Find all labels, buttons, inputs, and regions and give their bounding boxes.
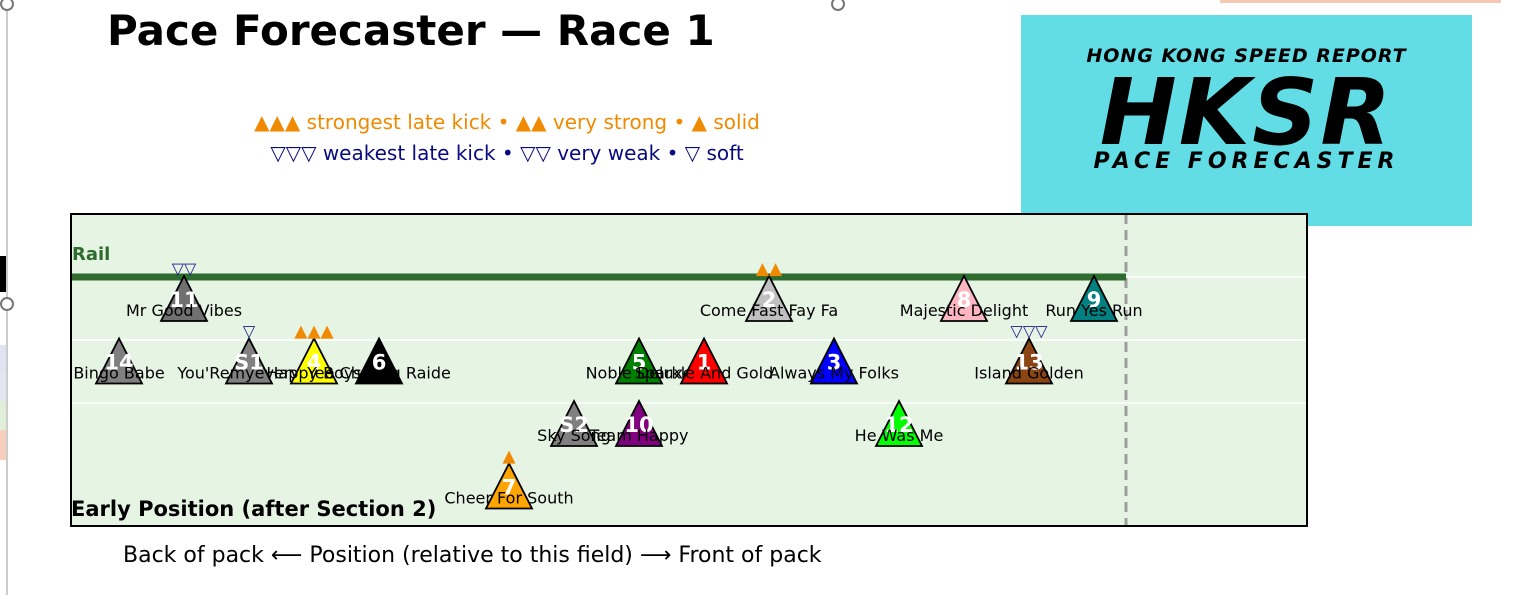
weak-kick-legend: ▽▽▽ weakest late kick • ▽▽ very weak • ▽… bbox=[270, 141, 744, 165]
runner-name: Mr Good Vibes bbox=[126, 301, 242, 320]
kick-indicator: ▽▽▽ bbox=[1011, 322, 1049, 341]
kick-indicator: ▽ bbox=[243, 322, 256, 341]
runner-name: He Was Me bbox=[855, 426, 944, 445]
selection-handle[interactable] bbox=[831, 0, 845, 11]
runner-marker bbox=[159, 274, 209, 322]
runner-marker bbox=[744, 274, 794, 322]
runner-name: Yee Cheong Raide bbox=[306, 364, 451, 383]
runner-number: 2 bbox=[762, 288, 777, 312]
runner-number: 11 bbox=[169, 288, 198, 312]
runner-number: 10 bbox=[624, 413, 653, 437]
runner-number: 1 bbox=[697, 351, 712, 375]
kick-indicator: ▽▽ bbox=[172, 259, 197, 278]
selection-handle[interactable] bbox=[0, 297, 14, 311]
runner-marker bbox=[1069, 274, 1119, 322]
runner-name: Noble Deluxe bbox=[586, 364, 693, 383]
logo-bottom-text: PACE FORECASTER bbox=[1093, 149, 1400, 174]
runner-marker bbox=[1004, 336, 1054, 385]
selection-handle[interactable] bbox=[0, 0, 14, 11]
kick-indicator: ▲▲▲ bbox=[294, 322, 334, 342]
runner-marker bbox=[939, 274, 989, 322]
runner-name: Cheer For South bbox=[444, 489, 573, 508]
runner-number: S1 bbox=[234, 351, 264, 375]
runner-marker bbox=[484, 461, 534, 510]
logo-main-text: HKSR bbox=[1099, 59, 1394, 166]
runner-name: Island Golden bbox=[974, 364, 1083, 383]
runner-name: Run Yes Run bbox=[1045, 301, 1142, 320]
plot-frame bbox=[70, 213, 1308, 527]
runner-name: You'Remyeverythi bbox=[176, 364, 320, 383]
logo-top-text: HONG KONG SPEED REPORT bbox=[1086, 45, 1407, 67]
runner-number: 3 bbox=[827, 351, 842, 375]
runner-name: Always My Folks bbox=[769, 364, 899, 383]
runner-marker bbox=[289, 336, 339, 385]
runner-marker bbox=[224, 336, 274, 385]
runner-number: 7 bbox=[502, 476, 517, 500]
runner-marker bbox=[679, 336, 729, 385]
plot-label: Early Position (after Section 2) bbox=[71, 497, 436, 521]
runner-name: Sky Song bbox=[537, 426, 611, 445]
runner-marker bbox=[614, 336, 664, 385]
hksr-logo: HONG KONG SPEED REPORT HKSR PACE FORECAS… bbox=[1021, 15, 1472, 226]
runner-marker bbox=[549, 399, 599, 447]
runner-number: 12 bbox=[884, 413, 913, 437]
runner-name: Happy Boys bbox=[266, 364, 361, 383]
runner-number: 14 bbox=[104, 351, 133, 375]
runner-marker bbox=[354, 336, 404, 385]
runner-number: 13 bbox=[1014, 351, 1043, 375]
runner-name: Come Fast Fay Fa bbox=[700, 301, 838, 320]
runner-name: Team Happy bbox=[589, 426, 689, 445]
runner-marker bbox=[614, 399, 664, 447]
strong-kick-legend: ▲▲▲ strongest late kick • ▲▲ very strong… bbox=[254, 110, 760, 134]
runner-name: Majestic Delight bbox=[900, 301, 1028, 320]
rail-label: Rail bbox=[72, 244, 110, 265]
runner-name: Bingo Babe bbox=[73, 364, 164, 383]
runner-number: 9 bbox=[1087, 288, 1102, 312]
runner-number: 6 bbox=[372, 351, 387, 375]
runner-marker bbox=[809, 336, 859, 385]
runner-number: 8 bbox=[957, 288, 972, 312]
runner-number: S2 bbox=[559, 413, 589, 437]
chart-title: Pace Forecaster — Race 1 bbox=[107, 6, 715, 55]
kick-indicator: ▲▲ bbox=[756, 259, 783, 279]
runner-name: Sparkle And Gold bbox=[635, 364, 773, 383]
runner-marker bbox=[874, 399, 924, 447]
runner-number: 5 bbox=[632, 351, 647, 375]
x-axis-caption: Back of pack ⟵ Position (relative to thi… bbox=[123, 543, 822, 568]
runner-marker bbox=[94, 336, 144, 385]
kick-indicator: ▲ bbox=[502, 447, 516, 467]
runner-number: 4 bbox=[307, 351, 322, 375]
